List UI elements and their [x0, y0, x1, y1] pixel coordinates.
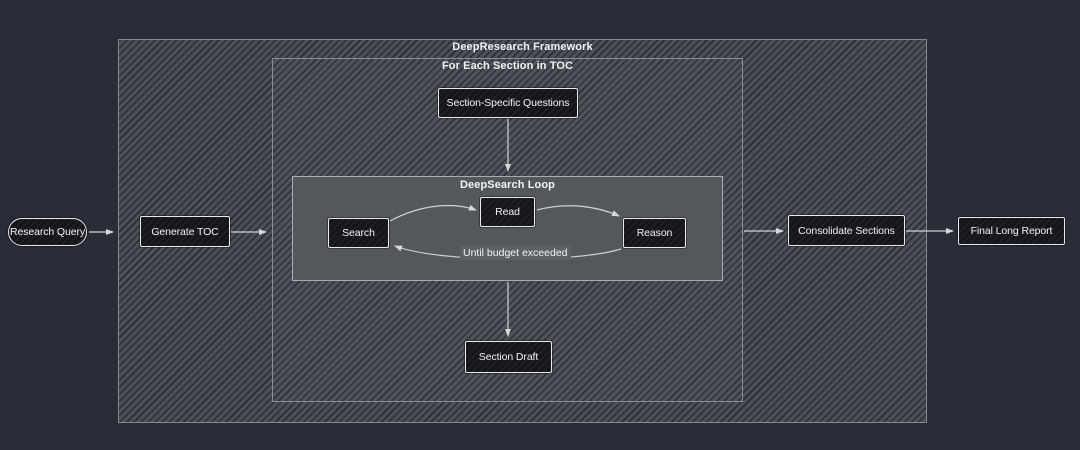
node-label: Consolidate Sections [798, 224, 895, 237]
node-label: Reason [636, 227, 673, 239]
node-research-query: Research Query [8, 218, 87, 246]
node-label: Read [495, 206, 520, 218]
node-label: Section Draft [478, 351, 539, 363]
node-label: Generate TOC [151, 225, 219, 238]
node-label: Section-Specific Questions [446, 97, 570, 109]
node-search: Search [328, 218, 389, 248]
node-read: Read [480, 197, 535, 227]
node-final-long-report: Final Long Report [958, 217, 1065, 245]
node-section-specific-questions: Section-Specific Questions [438, 88, 578, 118]
inner-subgraph-title: For Each Section in TOC [441, 60, 574, 72]
outer-subgraph-title: DeepResearch Framework [452, 41, 593, 53]
node-section-draft: Section Draft [465, 341, 552, 373]
node-consolidate-sections: Consolidate Sections [788, 215, 905, 246]
node-generate-toc: Generate TOC [140, 216, 230, 247]
node-label: Research Query [9, 226, 86, 238]
node-label: Search [342, 227, 375, 239]
edge-label-until-budget-exceeded: Until budget exceeded [460, 246, 571, 260]
loop-subgraph-title: DeepSearch Loop [459, 179, 556, 191]
node-label: Final Long Report [970, 225, 1053, 237]
node-reason: Reason [623, 218, 686, 248]
